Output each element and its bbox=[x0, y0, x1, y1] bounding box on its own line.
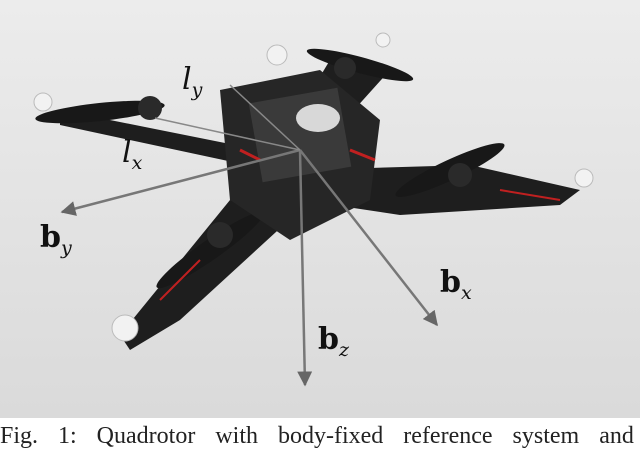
quadrotor-frame bbox=[33, 32, 594, 350]
arrow-bz bbox=[297, 149, 313, 387]
figure-caption: Fig. 1: Quadrotor with body-fixed refere… bbox=[0, 423, 634, 449]
label-bz: bz bbox=[318, 322, 349, 361]
quadrotor-photo bbox=[0, 0, 640, 418]
arrow-bx bbox=[299, 149, 438, 327]
label-bx: bx bbox=[440, 265, 472, 304]
line-ly bbox=[229, 84, 301, 151]
label-by: by bbox=[40, 220, 72, 259]
label-ly: ly bbox=[182, 62, 203, 101]
line-lx bbox=[154, 117, 301, 151]
axis-arrows bbox=[60, 84, 438, 387]
label-lx: lx bbox=[122, 135, 143, 174]
arrow-by bbox=[60, 148, 301, 216]
